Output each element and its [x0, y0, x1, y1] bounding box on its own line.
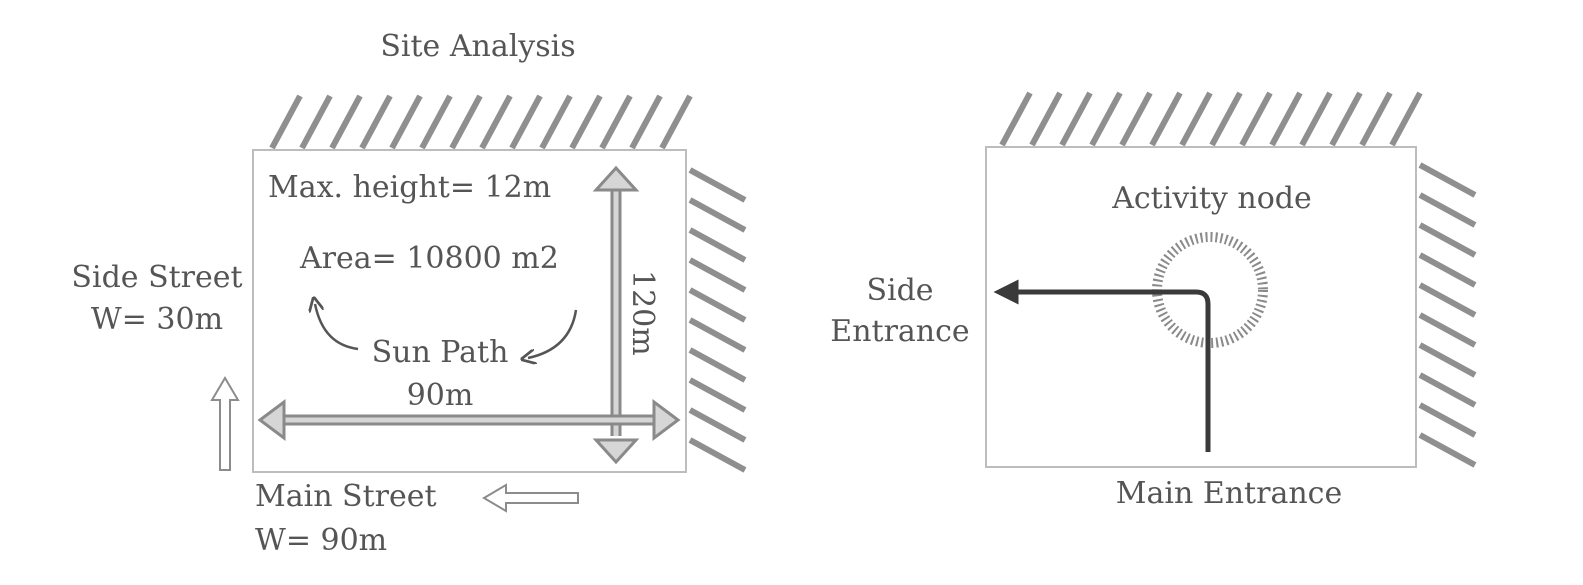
side-street-name: Side Street [71, 260, 242, 295]
main-entrance-label: Main Entrance [1116, 476, 1342, 511]
main-street-direction-arrow [482, 483, 579, 513]
activity-node-label: Activity node [1111, 181, 1312, 216]
sun-path-east-arrow [315, 304, 359, 351]
depth-dimension-label: 120m [625, 270, 660, 356]
area-label: Area= 10800 m2 [299, 241, 559, 276]
north-boundary-hatch [269, 94, 693, 150]
site-boundary [252, 149, 687, 473]
right-north-boundary-hatch [999, 91, 1423, 147]
depth-dimension-arrow [592, 165, 640, 465]
right-site-boundary [985, 146, 1417, 468]
max-height-label: Max. height= 12m [268, 170, 551, 205]
circulation-path-arrow [993, 279, 1211, 452]
side-street-direction-arrow [210, 376, 240, 471]
main-street-width: W= 90m [255, 523, 387, 558]
main-street-name: Main Street [255, 479, 437, 514]
width-dimension-arrow [257, 399, 681, 441]
right-east-boundary-hatch [1418, 162, 1477, 468]
width-dimension-label: 90m [407, 378, 474, 413]
site-analysis-title: Site Analysis [380, 29, 575, 64]
sun-path-west-arrow [528, 309, 578, 358]
side-entrance-label-line2: Entrance [830, 314, 969, 349]
east-boundary-hatch [688, 167, 747, 473]
side-entrance-label-line1: Side [866, 273, 933, 308]
side-street-width: W= 30m [91, 302, 223, 337]
sun-path-label: Sun Path [372, 335, 509, 370]
